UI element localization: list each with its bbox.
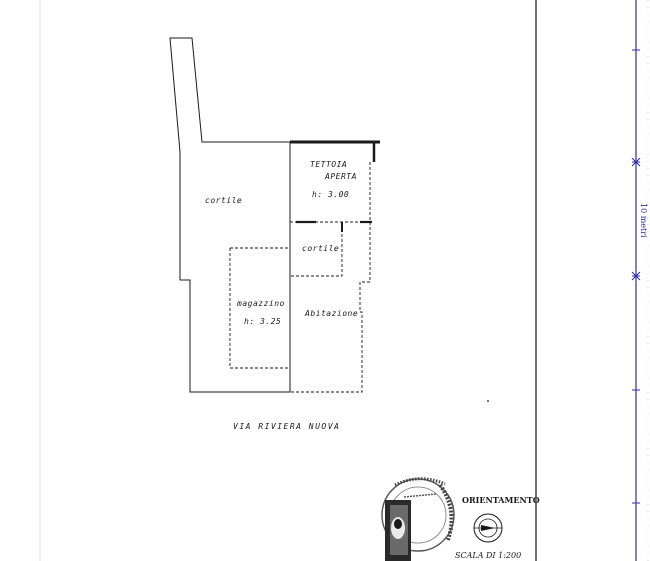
- label-tettoia-line1: TETTOIA: [310, 160, 347, 169]
- orientation-title: ORIENTAMENTO: [462, 495, 540, 505]
- scale-bar: [631, 0, 649, 561]
- label-tettoia-line2: APERTA: [324, 172, 357, 181]
- speck: [487, 400, 489, 402]
- label-street: VIA RIVIERA NUOVA: [233, 422, 340, 431]
- scale-bar-label: 10 metri: [639, 203, 648, 238]
- official-seal-icon: [381, 477, 455, 561]
- property-perimeter: [169, 37, 291, 393]
- label-cortile-main: cortile: [205, 196, 242, 205]
- label-cortile-small: cortile: [302, 244, 339, 253]
- tettoia-outline: [289, 142, 370, 223]
- compass-rose-icon: [473, 513, 503, 543]
- magazzino-outline: [229, 247, 290, 369]
- small-cortile-outline: [289, 222, 343, 277]
- label-abitazione: Abitazione: [304, 309, 358, 318]
- label-magazzino-height: h: 3.25: [244, 317, 281, 326]
- scale-text: SCALA DI 1:200: [455, 551, 521, 560]
- label-magazzino: magazzino: [236, 299, 285, 308]
- abitazione-outline: [290, 162, 371, 393]
- label-tettoia-height: h: 3.00: [312, 190, 349, 199]
